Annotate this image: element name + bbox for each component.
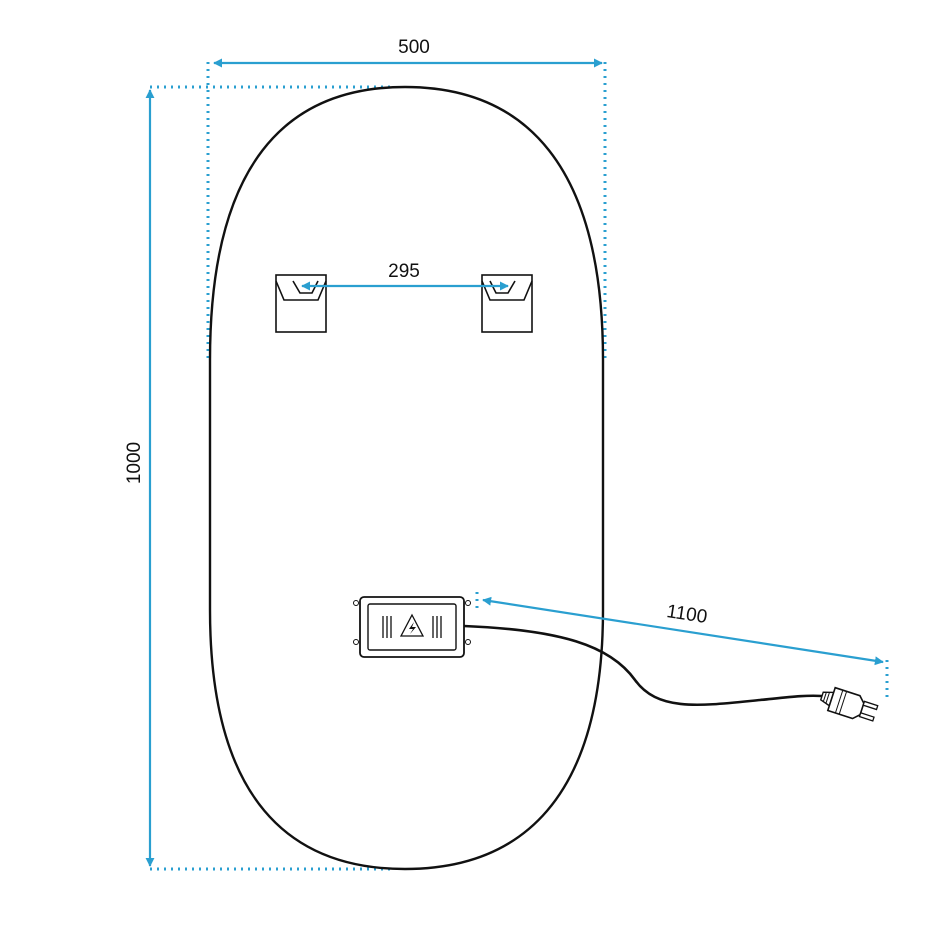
driver-box [353, 596, 471, 658]
cable-length-dimension-line [482, 596, 884, 666]
extension-lines [150, 62, 889, 871]
power-cable [463, 624, 823, 707]
bracket-spacing-label: 295 [388, 261, 420, 282]
mirror-outline [208, 85, 605, 871]
power-plug-icon [819, 686, 879, 722]
bracket-left [275, 274, 327, 333]
cable-length-label: 1100 [665, 601, 709, 628]
width-label: 500 [398, 37, 430, 58]
height-label: 1000 [124, 442, 145, 484]
bracket-right [481, 274, 533, 333]
lightning-bolt-warning-icon [399, 613, 425, 637]
